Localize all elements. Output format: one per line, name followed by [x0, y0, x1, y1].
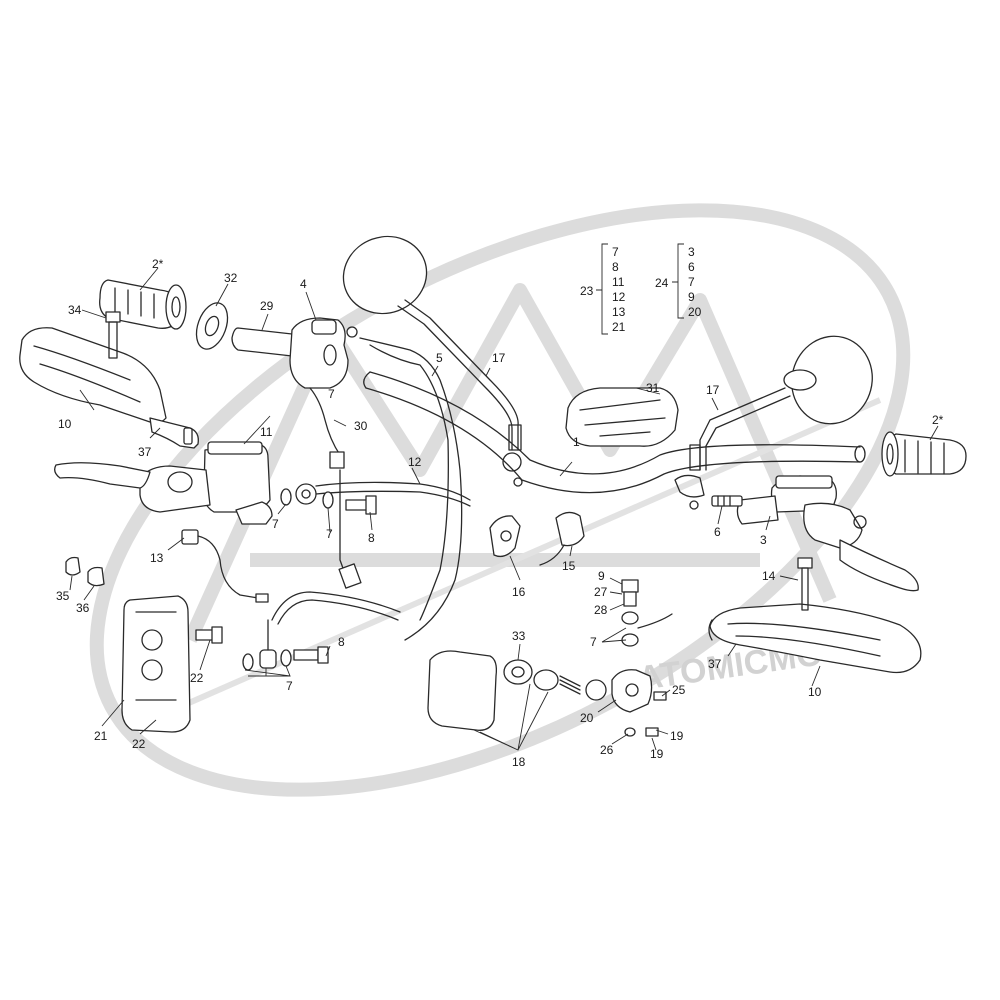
callout-7-c: 7 [328, 387, 335, 401]
callout-4: 4 [300, 277, 307, 291]
bolt-34 [105, 311, 121, 359]
callout-3: 3 [760, 533, 767, 547]
callout-28: 28 [594, 603, 608, 617]
callout-31: 31 [646, 381, 660, 395]
callout-26: 26 [600, 743, 614, 757]
wire-harness-5 [338, 469, 362, 589]
callout-labels: 1 2* 2* 3 4 5 6 7 7 7 7 7 8 8 9 10 10 11… [56, 257, 944, 769]
callout-2-right: 2* [932, 413, 944, 427]
kit-24-item-6: 6 [688, 260, 695, 274]
kit-23-item-8: 8 [612, 260, 619, 274]
throttle-housing [289, 317, 358, 389]
callout-5: 5 [436, 351, 443, 365]
kit-23-item-12: 12 [612, 290, 626, 304]
kit-23-item-13: 13 [612, 305, 626, 319]
callout-33: 33 [512, 629, 526, 643]
callout-15: 15 [562, 559, 576, 573]
callout-8-b: 8 [338, 635, 345, 649]
callout-17-right: 17 [706, 383, 720, 397]
washers-7 [242, 488, 639, 671]
callout-12: 12 [408, 455, 422, 469]
callout-37-right: 37 [708, 657, 722, 671]
callout-7-a: 7 [272, 517, 279, 531]
callout-7-b: 7 [326, 527, 333, 541]
kit-23-item-7: 7 [612, 245, 619, 259]
callout-9: 9 [598, 569, 605, 583]
callout-25: 25 [672, 683, 686, 697]
right-grip [881, 431, 967, 477]
callout-14: 14 [762, 569, 776, 583]
callout-16: 16 [512, 585, 526, 599]
right-handguard [708, 603, 922, 674]
callout-7-e: 7 [590, 635, 597, 649]
callout-6: 6 [714, 525, 721, 539]
callout-23: 23 [580, 284, 594, 298]
switch-15 [539, 511, 585, 566]
callout-2-left: 2* [152, 257, 164, 271]
callout-35: 35 [56, 589, 70, 603]
callout-18: 18 [512, 755, 526, 769]
callout-30: 30 [354, 419, 368, 433]
handlebar [363, 371, 866, 494]
kit-23-item-21: 21 [612, 320, 626, 334]
kit-23-item-11: 11 [612, 275, 625, 289]
rear-master-20 [611, 669, 667, 737]
callout-19-a: 19 [670, 729, 684, 743]
callout-20: 20 [580, 711, 594, 725]
right-master-cylinder [736, 475, 919, 592]
kit-24-item-3: 3 [688, 245, 695, 259]
kit-24-item-20: 20 [688, 305, 702, 319]
mirror-left [342, 235, 523, 487]
throttle-cable [359, 337, 463, 641]
brake-light-switch-13 [181, 529, 269, 603]
callout-10-right: 10 [808, 685, 822, 699]
callout-22-a: 22 [190, 671, 204, 685]
callout-10-left: 10 [58, 417, 72, 431]
callout-22-b: 22 [132, 737, 146, 751]
callout-11: 11 [260, 425, 273, 439]
clips-35-36 [65, 556, 105, 587]
callout-27: 27 [594, 585, 608, 599]
callout-37-left: 37 [138, 445, 152, 459]
callout-36: 36 [76, 601, 90, 615]
brake-hose-12 [295, 481, 471, 507]
callout-7-d: 7 [286, 679, 293, 693]
brake-caliper-21 [121, 595, 191, 733]
rear-reservoir-18 [427, 650, 607, 731]
callout-19-b: 19 [650, 747, 664, 761]
callout-17-left: 17 [492, 351, 506, 365]
leader-lines [69, 243, 939, 751]
callout-13: 13 [150, 551, 164, 565]
callout-29: 29 [260, 299, 274, 313]
callout-21: 21 [94, 729, 108, 743]
kit-24-item-9: 9 [688, 290, 695, 304]
callout-24: 24 [655, 276, 669, 290]
handlebar-pad [565, 387, 679, 447]
switch-16 [489, 515, 521, 558]
left-handguard [19, 327, 199, 449]
fitting-6 [711, 495, 743, 507]
washer-32 [195, 302, 229, 350]
callout-8-a: 8 [368, 531, 375, 545]
throttle-tube [231, 327, 293, 357]
callout-34: 34 [68, 303, 82, 317]
callout-1: 1 [573, 435, 580, 449]
bolt-14 [797, 557, 813, 611]
mirror-right [674, 335, 873, 510]
wire-30 [309, 387, 345, 469]
left-master-cylinder [54, 441, 273, 525]
brake-hose-lower [259, 591, 401, 669]
kit-24-item-7: 7 [688, 275, 695, 289]
callout-32: 32 [224, 271, 238, 285]
switch-9 [621, 579, 673, 629]
